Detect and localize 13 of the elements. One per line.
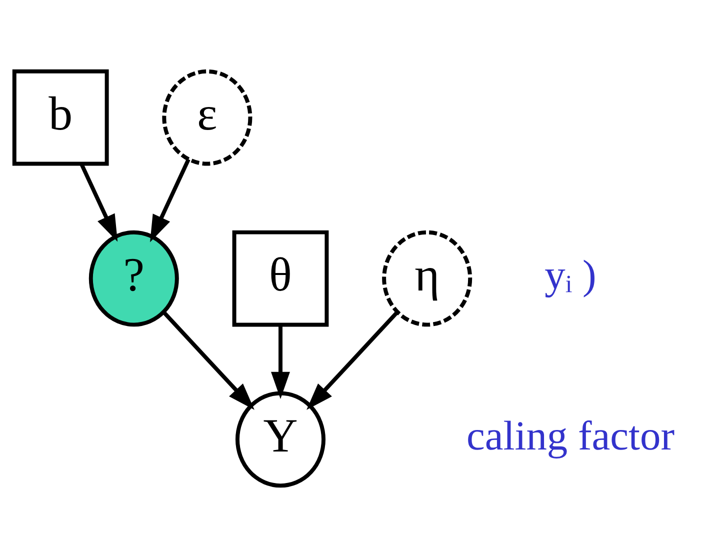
node-box: θ xyxy=(232,230,329,326)
node-box: b xyxy=(12,68,109,166)
arrow xyxy=(271,324,290,398)
arrow xyxy=(162,310,254,410)
node-circle: ε xyxy=(162,68,252,166)
label: caling factor xyxy=(466,412,675,458)
node-circle: Y xyxy=(235,390,326,488)
node-circle: η xyxy=(382,230,472,326)
arrow xyxy=(80,162,118,242)
node-circle: ? xyxy=(88,230,179,326)
arrow xyxy=(150,158,190,242)
arrow xyxy=(306,310,399,410)
label: yᵢ ) xyxy=(544,251,596,298)
